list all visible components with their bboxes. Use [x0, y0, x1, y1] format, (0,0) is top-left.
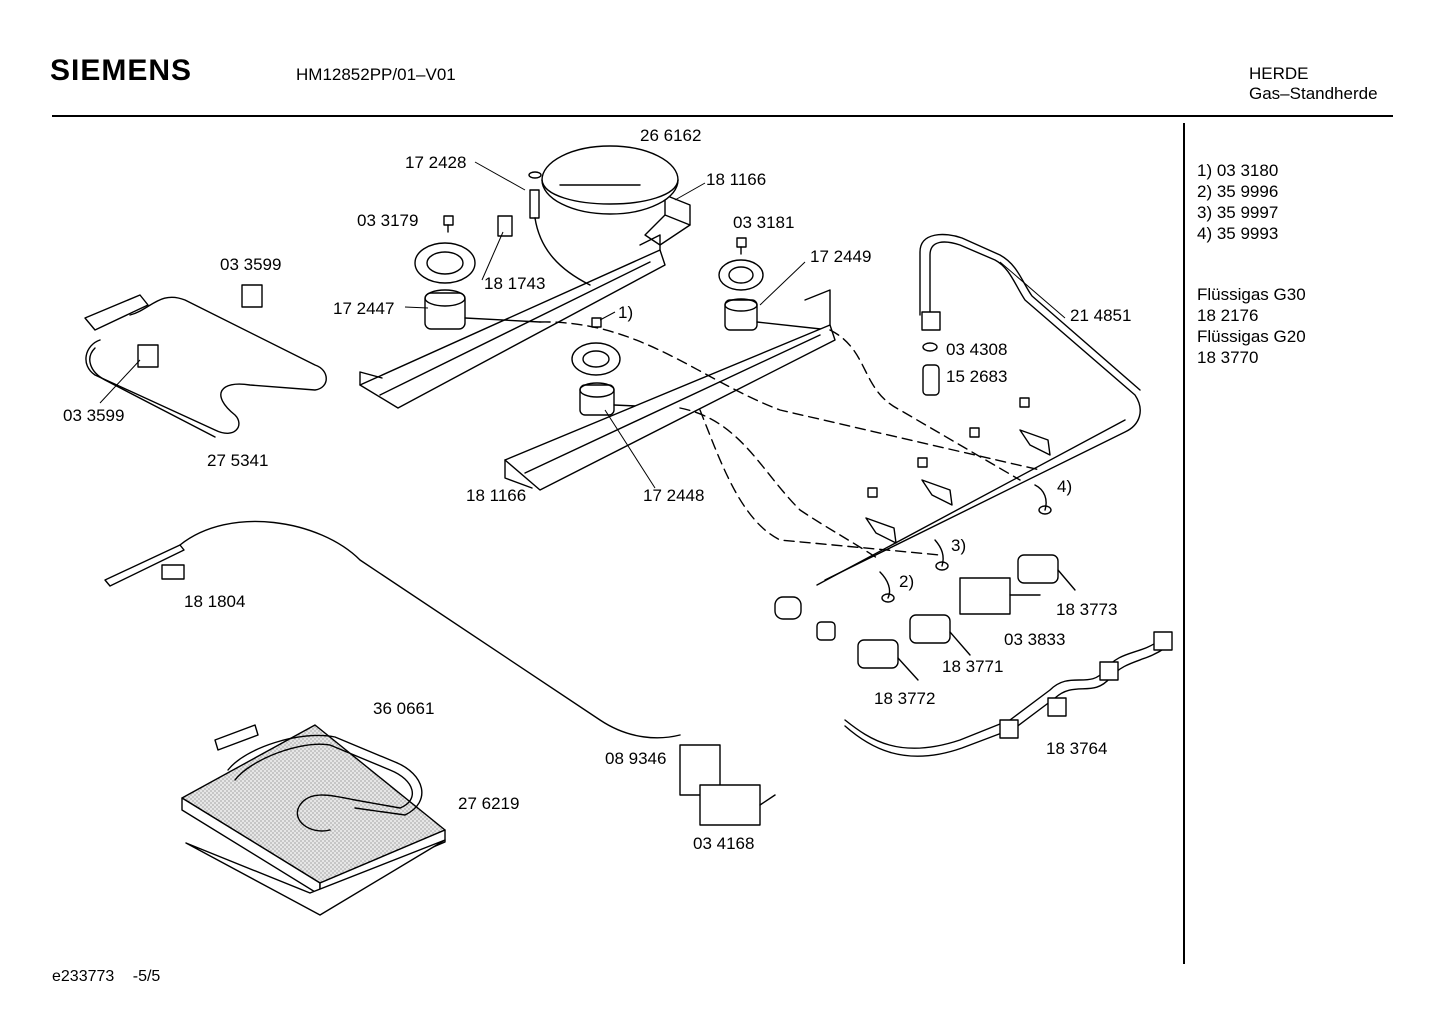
element-clips [137, 284, 263, 368]
label-181804: 18 1804 [184, 592, 245, 611]
label-callout-3: 3) [951, 536, 966, 555]
label-183773: 18 3773 [1056, 600, 1117, 619]
page-number: -5/5 [132, 968, 161, 985]
label-callout-2: 2) [899, 572, 914, 591]
footer: e233773 -5/5 [52, 968, 160, 986]
footnote-item: 4) 35 9993 [1197, 224, 1279, 243]
label-034168: 03 4168 [693, 834, 754, 853]
gas-note-item: 18 3770 [1197, 348, 1259, 367]
clip [497, 215, 513, 237]
label-172447: 17 2447 [333, 299, 394, 318]
label-181743: 18 1743 [484, 274, 545, 293]
grill-element-assembly [181, 724, 446, 916]
label-172448: 17 2448 [643, 486, 704, 505]
burner-rail-upper [359, 234, 666, 409]
nozzle-connector [921, 311, 941, 396]
footnote-item: 2) 35 9996 [1197, 182, 1279, 201]
footnote-item: 1) 03 3180 [1197, 161, 1279, 180]
label-181166-top: 18 1166 [706, 170, 766, 189]
brand-logo: SIEMENS [50, 54, 193, 87]
gas-note-item: 18 2176 [1197, 306, 1259, 325]
label-183771: 18 3771 [942, 657, 1003, 676]
category: HERDE Gas–Standherde [1249, 64, 1378, 104]
label-181166-bottom: 18 1166 [466, 486, 526, 505]
footnote-list: 1) 03 3180 2) 35 9996 3) 35 9997 4) 35 9… [1197, 160, 1278, 244]
sidebar-divider [1183, 123, 1185, 964]
leader-lines [99, 161, 1066, 489]
bracket-upper [644, 194, 691, 246]
label-172449: 17 2449 [810, 247, 871, 266]
gas-pipe [816, 233, 1141, 586]
label-callout-1: 1) [618, 303, 633, 322]
burner-heads [424, 289, 831, 416]
bake-heating-element [84, 294, 327, 438]
label-033179: 03 3179 [357, 211, 418, 230]
document-id: e233773 [52, 968, 115, 985]
label-266162: 26 6162 [640, 126, 701, 145]
label-033181: 03 3181 [733, 213, 794, 232]
label-033833: 03 3833 [1004, 630, 1065, 649]
burner-rail-lower [504, 289, 836, 491]
label-275341: 27 5341 [207, 451, 268, 470]
header-divider [52, 115, 1393, 117]
footnote-item: 3) 35 9997 [1197, 203, 1279, 222]
sensor-cable [104, 520, 681, 739]
label-033599-top: 03 3599 [220, 255, 281, 274]
burner-rings [414, 242, 764, 376]
label-034308: 03 4308 [946, 340, 1007, 359]
injector-elbows [879, 484, 1052, 603]
gas-note-item: Flüssigas G30 [1197, 285, 1306, 304]
screw-set [443, 215, 1030, 498]
thermocouple [844, 631, 1173, 757]
gas-note-item: Flüssigas G20 [1197, 327, 1306, 346]
category-subtitle: Gas–Standherde [1249, 84, 1378, 103]
gas-notes: Flüssigas G30 18 2176 Flüssigas G20 18 3… [1197, 284, 1306, 368]
label-172428: 17 2428 [405, 153, 466, 172]
label-183772: 18 3772 [874, 689, 935, 708]
label-033599-bottom: 03 3599 [63, 406, 124, 425]
label-214851: 21 4851 [1070, 306, 1131, 325]
pipe-clamps [865, 429, 1051, 544]
spark-electrode [528, 171, 591, 286]
label-276219: 27 6219 [458, 794, 519, 813]
part-labels: 26 6162 17 2428 18 1166 03 3179 03 3181 … [63, 126, 1131, 853]
label-360661: 36 0661 [373, 699, 434, 718]
category-title: HERDE [1249, 64, 1309, 83]
gas-lines-dashed [539, 321, 1041, 561]
burner-bowl [541, 145, 679, 215]
gas-taps [774, 554, 1076, 681]
model-number: HM12852PP/01–V01 [296, 65, 456, 84]
label-089346: 08 9346 [605, 749, 666, 768]
label-152683: 15 2683 [946, 367, 1007, 386]
label-callout-4: 4) [1057, 477, 1072, 496]
label-183764: 18 3764 [1046, 739, 1107, 758]
thermostat [679, 744, 776, 826]
